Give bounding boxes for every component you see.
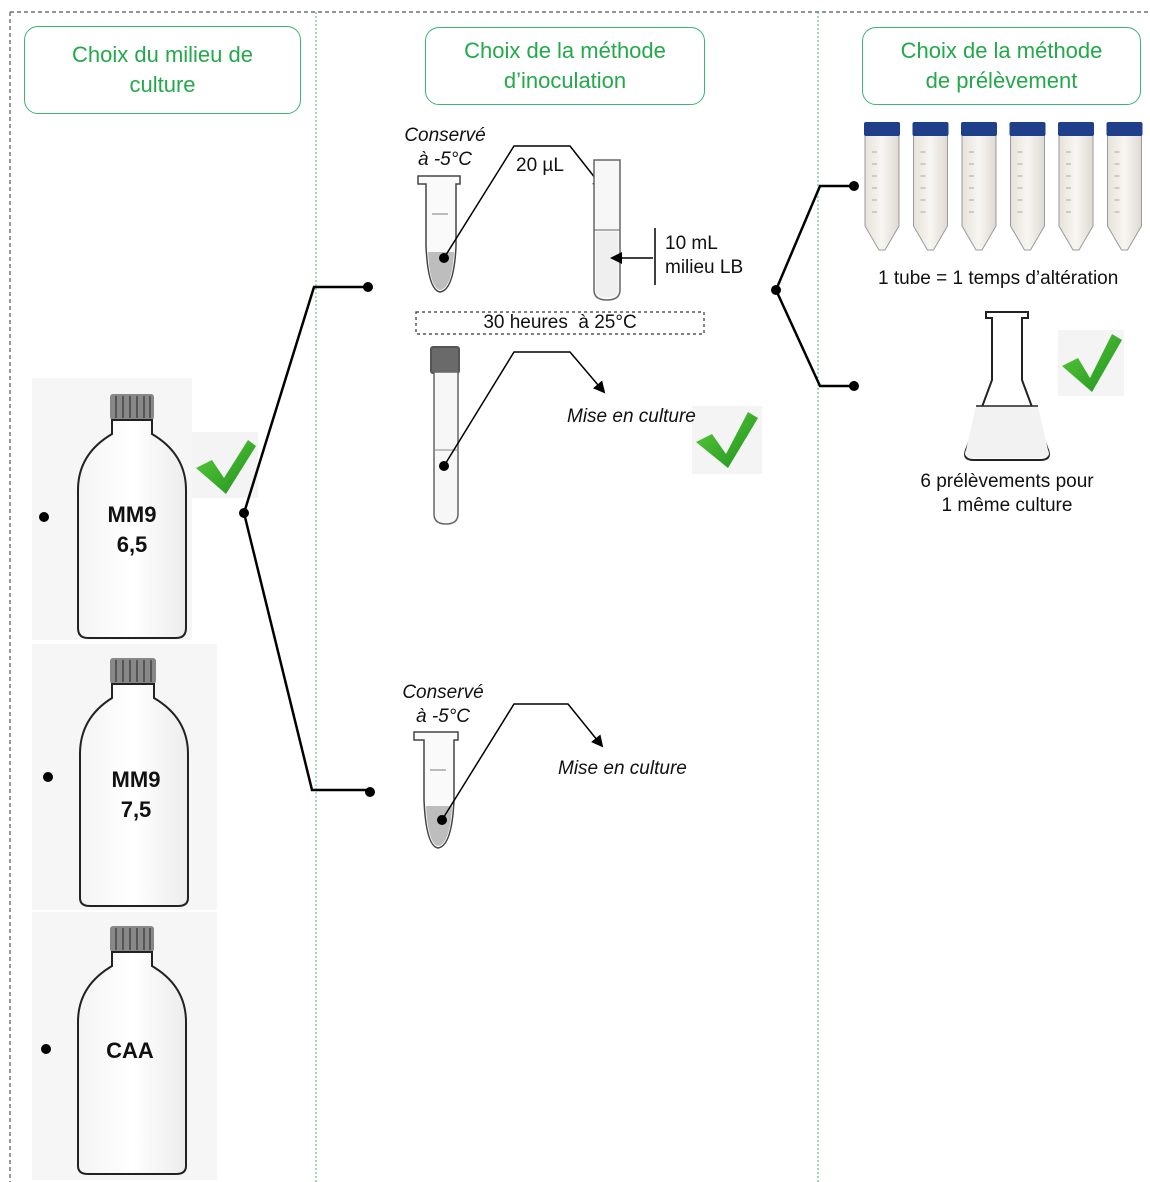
bottle-label-line1: MM9 — [111, 767, 161, 792]
falcon-tube-icon — [864, 122, 900, 251]
node-dot — [365, 787, 375, 797]
check-icon — [692, 406, 762, 474]
transfer-arrow — [443, 145, 605, 259]
bullet-dot — [39, 512, 49, 522]
bottle-label-line1: CAA — [106, 1038, 154, 1063]
check-icon — [192, 432, 258, 498]
falcon-tube-icon — [1106, 122, 1143, 251]
header-medium: Choix du milieu de culture — [24, 26, 301, 114]
bottle-mm9-75 — [32, 644, 217, 910]
bullet-dot — [43, 772, 53, 782]
falcon-tube-icon — [961, 122, 997, 251]
lb-medium-label: 10 mL milieu LB — [665, 232, 743, 280]
bottle-label-caa: CAA — [90, 1036, 170, 1066]
falcon-tubes — [864, 122, 1143, 251]
header-sampling: Choix de la méthode de prélèvement — [862, 27, 1141, 105]
connector-inoculation-to-sampling — [774, 184, 854, 388]
lb-medium-line2: milieu LB — [665, 257, 744, 278]
stored-label: Conservé à -5°C — [388, 681, 498, 729]
node-dot — [437, 815, 447, 825]
bottle-label-mm9-65: MM9 6,5 — [92, 500, 172, 560]
node-dot — [849, 381, 859, 391]
connector-medium-to-inoculation — [242, 285, 370, 792]
falcon-tube-icon — [1009, 122, 1046, 251]
flask-caption: 6 prélèvements pour 1 même culture — [898, 470, 1116, 518]
incubation-label: 30 heures à 25°C — [483, 312, 637, 333]
header-sampling-line1: Choix de la méthode — [900, 38, 1103, 63]
header-sampling-line2: de prélèvement — [925, 68, 1078, 93]
header-inoculation-line1: Choix de la méthode — [464, 38, 666, 63]
node-dot — [363, 282, 373, 292]
culture-label: Mise en culture — [567, 406, 696, 427]
bottle-label-line2: 6,5 — [116, 532, 148, 557]
transfer-arrow — [443, 351, 606, 467]
culture-label: Mise en culture — [558, 758, 687, 779]
volume-label: 20 µL — [516, 155, 564, 176]
lb-medium-line1: 10 mL — [665, 233, 718, 254]
flask-caption-line2: 1 même culture — [941, 495, 1073, 516]
node-dot — [439, 253, 449, 263]
node-dot — [771, 285, 781, 295]
header-inoculation-line2: d’inoculation — [503, 68, 627, 93]
node-dot — [849, 181, 859, 191]
node-dot — [439, 461, 449, 471]
header-medium-line2: culture — [129, 72, 196, 97]
stored-label-line2: à -5°C — [415, 706, 471, 727]
stored-label-line1: Conservé — [402, 682, 484, 703]
header-medium-line1: Choix du milieu de — [72, 42, 253, 67]
test-tube-icon — [593, 159, 621, 301]
stored-label-line2: à -5°C — [417, 149, 473, 170]
falcon-tube-icon — [912, 122, 949, 251]
header-inoculation: Choix de la méthode d’inoculation — [425, 27, 705, 105]
frame — [9, 11, 1148, 1182]
microtube-icon — [417, 175, 461, 293]
incubation-box — [415, 311, 705, 335]
bottle-label-line2: 7,5 — [120, 797, 152, 822]
bottle-caa — [32, 912, 217, 1180]
microtube-icon — [413, 731, 459, 849]
stoppered-tube-icon — [430, 346, 460, 525]
bottle-label-line1: MM9 — [107, 502, 157, 527]
stored-label: Conservé à -5°C — [390, 124, 500, 172]
flask-icon — [964, 311, 1050, 461]
bottle-mm9-65 — [32, 378, 192, 640]
falcon-tube-icon — [1058, 122, 1094, 251]
flask-caption-line1: 6 prélèvements pour — [920, 471, 1094, 492]
transfer-arrow — [441, 703, 604, 821]
tubes-caption: 1 tube = 1 temps d’altération — [878, 268, 1119, 289]
bullet-dot — [41, 1044, 51, 1054]
check-icon — [1058, 330, 1124, 396]
stored-label-line1: Conservé — [404, 125, 486, 146]
node-dot — [239, 508, 249, 518]
bottle-label-mm9-75: MM9 7,5 — [96, 765, 176, 825]
